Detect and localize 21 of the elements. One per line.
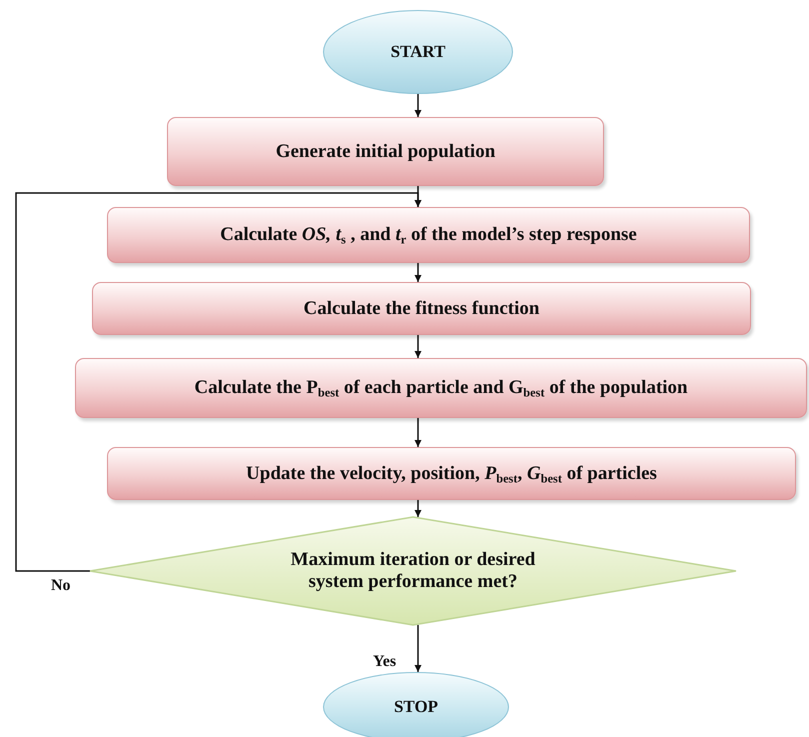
process-box [107, 447, 796, 500]
decision-diamond [90, 517, 736, 625]
terminal-label: START [390, 42, 446, 62]
arrow [414, 500, 422, 517]
arrow [414, 335, 422, 358]
terminal-label: STOP [394, 697, 438, 717]
arrow [414, 418, 422, 447]
arrow [15, 192, 422, 572]
process-text: Calculate the P$_{best}$ of each particle and G$_{best}$ of the population [194, 377, 688, 399]
process-box [107, 207, 750, 263]
process-text: Calculate the fitness function [304, 298, 540, 320]
process-box [167, 117, 604, 186]
process-box [75, 358, 807, 418]
decision-question: Maximum iteration or desired system performance met? [290, 549, 536, 593]
process-text: Update the velocity, position, P$_{best}$, G$_{best}$ of particles [246, 462, 657, 484]
process-text: Generate initial population [276, 140, 496, 162]
arrow [414, 263, 422, 282]
arrow [414, 94, 422, 117]
arrow [414, 625, 422, 672]
process-text: Calculate OS, t$_{s}$ , and t$_{r}$ of the model’s step response [220, 224, 637, 246]
process-box [92, 282, 751, 335]
